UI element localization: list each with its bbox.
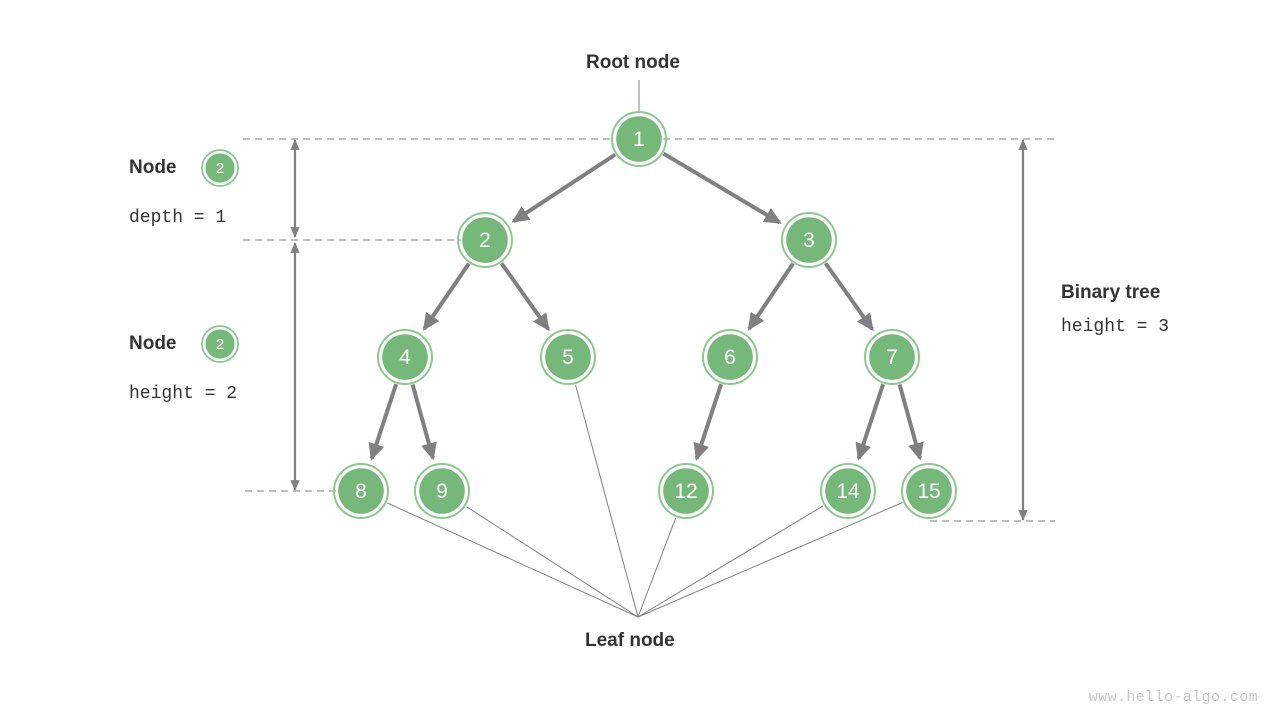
tree-edge-n3-n6 <box>747 262 795 331</box>
node-ring <box>820 463 876 519</box>
node-value: 9 <box>436 480 448 503</box>
node-height-annotation-detail: height = 2 <box>129 384 238 404</box>
node-ring <box>781 212 837 268</box>
tree-edge-n7-n15 <box>897 383 924 461</box>
node-ring <box>658 463 714 519</box>
node-disc <box>338 468 384 514</box>
node-value: 5 <box>562 346 574 369</box>
badge-disc <box>205 153 235 183</box>
tree-node-1[interactable]: 1 <box>611 111 667 167</box>
node-ring <box>414 463 470 519</box>
node-ring <box>702 329 758 385</box>
leaf-node-label: Leaf node <box>585 630 675 651</box>
tree-node-15[interactable]: 15 <box>901 463 957 519</box>
node-ring <box>457 212 513 268</box>
badge-value: 2 <box>216 160 224 177</box>
node-height-annotation-title: Node <box>129 333 177 354</box>
annotation-badges: 22 <box>201 149 239 363</box>
tree-node-4[interactable]: 4 <box>377 329 433 385</box>
tree-node-12[interactable]: 12 <box>658 463 714 519</box>
node-disc <box>616 116 662 162</box>
tree-edge-n4-n8 <box>368 383 399 461</box>
node-height-annotation-badge: 2 <box>201 325 239 363</box>
node-value: 4 <box>399 346 411 369</box>
node-disc <box>462 217 508 263</box>
tree-edge-n4-n9 <box>410 383 437 461</box>
tree-height-annotation-detail: height = 3 <box>1061 317 1170 337</box>
tree-edge-n6-n12 <box>693 383 724 461</box>
node-value: 14 <box>836 480 860 503</box>
node-disc <box>663 468 709 514</box>
node-value: 8 <box>355 480 367 503</box>
tree-edges <box>368 151 924 461</box>
dashed-guide-lines <box>243 138 1055 522</box>
node-depth-annotation-detail: depth = 1 <box>129 208 227 228</box>
measurement-arrows <box>290 139 1028 521</box>
node-disc <box>906 468 952 514</box>
node-disc <box>419 468 465 514</box>
leaf-pointer-lines <box>387 384 903 618</box>
node-value: 3 <box>803 229 815 252</box>
node-ring <box>377 329 433 385</box>
badge-ring <box>201 149 239 187</box>
tree-edge-n1-n2 <box>511 152 617 224</box>
node-disc <box>786 217 832 263</box>
tree-node-5[interactable]: 5 <box>540 329 596 385</box>
node-ring <box>333 463 389 519</box>
node-disc <box>707 334 753 380</box>
node-depth-annotation-title: Node <box>129 157 177 178</box>
node-ring <box>540 329 596 385</box>
leaf-pointer-line <box>466 506 639 618</box>
tree-edge-n3-n7 <box>823 262 874 332</box>
node-ring <box>611 111 667 167</box>
site-watermark: www.hello-algo.com <box>1088 689 1258 706</box>
node-value: 7 <box>886 346 898 369</box>
node-value: 6 <box>724 346 736 369</box>
tree-edge-n7-n14 <box>855 383 886 461</box>
tree-node-14[interactable]: 14 <box>820 463 876 519</box>
badge-ring <box>201 325 239 363</box>
tree-node-3[interactable]: 3 <box>781 212 837 268</box>
node-disc <box>545 334 591 380</box>
tree-height-annotation-title: Binary tree <box>1061 282 1161 303</box>
leaf-pointer-line <box>637 502 903 618</box>
tree-edge-n1-n3 <box>662 151 782 225</box>
node-disc <box>825 468 871 514</box>
node-value: 2 <box>479 229 491 252</box>
node-value: 1 <box>633 128 645 151</box>
badge-value: 2 <box>216 336 224 353</box>
leaf-pointer-line <box>387 502 639 618</box>
leaf-pointer-line <box>575 384 639 618</box>
node-disc <box>382 334 428 380</box>
node-disc <box>869 334 915 380</box>
tree-node-6[interactable]: 6 <box>702 329 758 385</box>
leaf-pointer-line <box>637 517 677 618</box>
node-value: 12 <box>674 480 697 503</box>
node-ring <box>864 329 920 385</box>
tree-edge-n2-n5 <box>499 262 550 332</box>
root-node-label: Root node <box>586 52 680 73</box>
leaf-pointer-line <box>637 505 824 618</box>
tree-node-7[interactable]: 7 <box>864 329 920 385</box>
node-value: 15 <box>917 480 940 503</box>
node-ring <box>901 463 957 519</box>
tree-edge-n2-n4 <box>422 262 471 331</box>
badge-disc <box>205 329 235 359</box>
node-depth-annotation-badge: 2 <box>201 149 239 187</box>
tree-node-8[interactable]: 8 <box>333 463 389 519</box>
tree-node-9[interactable]: 9 <box>414 463 470 519</box>
tree-node-2[interactable]: 2 <box>457 212 513 268</box>
